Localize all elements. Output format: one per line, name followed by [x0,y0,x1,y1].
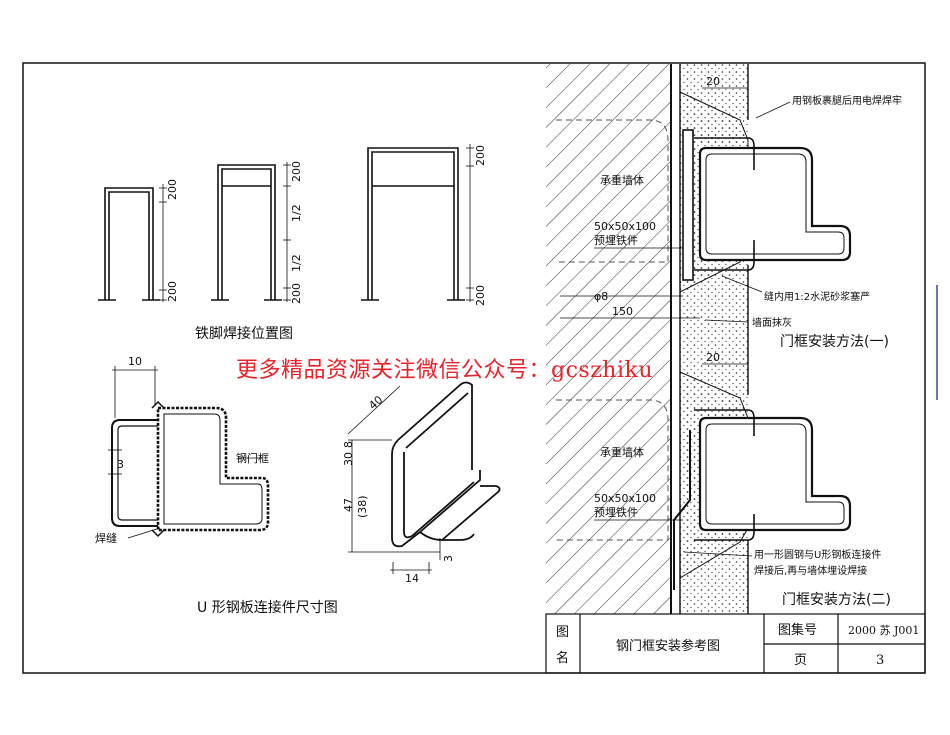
label-weld-seam: 焊缝 [95,531,117,545]
door-frame-mid [211,164,282,301]
dim-3-thickness: 3 [442,555,455,562]
dim-200-large-bottom: 200 [474,285,487,306]
tiejiao-title: 铁脚焊接位置图 [195,325,293,342]
m1-plaster: 墙面抹灰 [752,316,792,329]
tb-drawing-name: 钢门框安装参考图 [616,638,720,654]
door-frame-large [361,147,465,301]
door-frame-section [156,406,270,532]
dim-3-line [108,449,122,475]
sheet-border [22,62,926,674]
m1-title: 门框安装方法(一) [780,334,889,350]
m2-note-1: 用一形圆钢与U形钢板连接件 [754,548,881,561]
tb-label-tu: 图 [556,625,569,640]
channel-isometric [391,381,501,548]
m1-embed-name: 预埋铁件 [594,234,638,247]
dim-200-mid-bottom: 200 [290,283,303,304]
m2-note-2: 焊接后,再与墙体埋设焊接 [754,564,867,577]
dim-200-mid-top: 200 [290,161,303,182]
dim-3: 3 [117,458,124,471]
m2-embed-size: 50x50x100 [594,492,656,505]
frame-method2 [698,416,852,532]
weld-marks [151,400,165,538]
m1-embed-size: 50x50x100 [594,220,656,233]
dim-8: 8 [342,441,355,448]
dim-lines-mid [283,162,291,302]
m1-dim-20: 20 [706,75,720,88]
channel-dim-lines [347,385,441,574]
frame-method1 [698,146,852,262]
m1-wall: 承重墙体 [600,173,644,187]
dim-47: 47 [342,498,355,512]
dim-half-lower: 1/2 [290,254,303,272]
dim-40: 40 [366,393,385,412]
u-clip-inner [117,425,158,521]
m1-top-note: 用钢板裹腿后用电焊焊牢 [792,94,902,107]
door-frame-small [98,187,160,301]
u-clip [111,419,158,527]
dim-38: (38) [356,495,369,518]
dim-200-large-top: 200 [474,145,487,166]
m2-dim-20: 20 [706,351,720,364]
installation-methods: 20 用钢板裹腿后用电焊焊牢 承重墙体 50x50x100 预埋铁件 缝内用1:… [546,64,902,614]
dim-lines-small [159,184,167,302]
dim-half-upper: 1/2 [290,204,303,222]
tb-atlas-value: 2000 苏 J001 [848,624,919,637]
tb-label-ming: 名 [556,650,569,666]
tb-page-label: 页 [794,653,807,668]
tiejiao-diagram: 200 200 200 1/2 1/2 200 [98,144,487,342]
m2-title: 门框安装方法(二) [782,592,891,608]
tb-atlas-label: 图集号 [778,622,817,638]
dim-10-line [112,366,158,418]
tb-page-value: 3 [876,653,884,668]
m2-embed-name: 预埋铁件 [594,506,638,519]
title-block [545,613,926,674]
dim-10: 10 [128,355,142,368]
dim-14: 14 [405,572,419,585]
m1-mortar: 缝内用1:2水泥砂浆塞严 [764,290,870,303]
dim-lines-large [466,144,474,302]
m1-rebar: φ8 [594,290,608,303]
m2-wall: 承重墙体 [600,445,644,459]
u-plate-title: U 形钢板连接件尺寸图 [197,599,338,616]
bearing-wall-hatch [546,64,671,614]
dim-200-top: 200 [166,179,179,200]
dim-200-bottom: 200 [166,281,179,302]
dim-30: 30 [342,452,355,466]
label-door-frame: 钢门框 [236,451,269,465]
watermark-text: 更多精品资源关注微信公众号：gcszhiku [236,358,653,383]
m1-dim-150: 150 [612,305,633,318]
u-plate-diagram: 10 3 钢门框 焊缝 [95,355,501,616]
